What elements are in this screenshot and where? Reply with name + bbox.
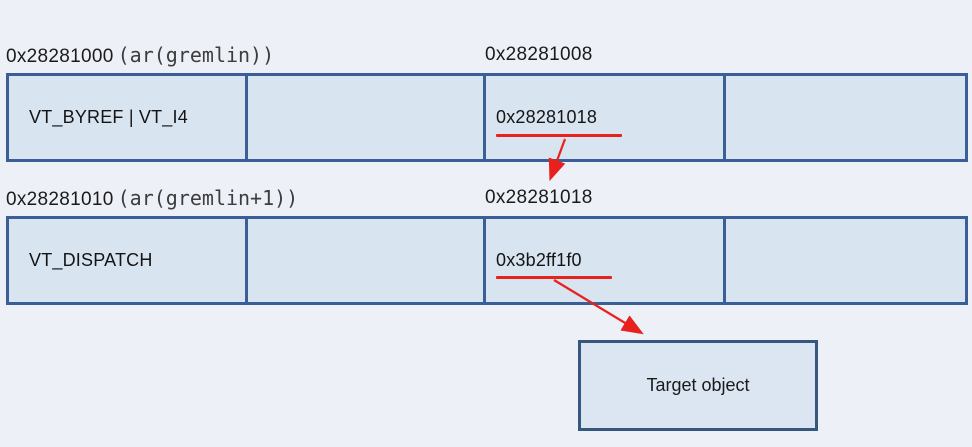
variant2-base-address-label: 0x28281010(ar(gremlin+1))	[6, 186, 298, 210]
variant2-field-address-label: 0x28281018	[485, 187, 593, 208]
variant1-vt-field: VT_BYREF | VT_I4	[29, 107, 188, 127]
variant1-reserved-field	[245, 76, 483, 159]
variant1-table: VT_BYREF | VT_I4 0x28281018	[6, 73, 968, 162]
variant2-unused-field	[723, 219, 965, 302]
variant2-reserved-field	[245, 219, 483, 302]
variant1-pointer-field: 0x28281018	[483, 76, 723, 159]
variant2-base-address: 0x28281010	[6, 189, 114, 210]
variant1-base-address-label: 0x28281000(ar(gremlin))	[6, 43, 274, 67]
variant1-unused-field	[723, 76, 965, 159]
target-object-box: Target object	[578, 340, 818, 431]
variant2-table: VT_DISPATCH 0x3b2ff1f0	[6, 216, 968, 305]
variant2-base-expr: (ar(gremlin+1))	[117, 186, 299, 210]
variant2-pointer-underline	[496, 276, 612, 279]
variant1-field-address-label: 0x28281008	[485, 44, 593, 65]
variant2-pointer-field: 0x3b2ff1f0	[483, 219, 723, 302]
variant1-base-address: 0x28281000	[6, 46, 114, 67]
variant1-base-expr: (ar(gremlin))	[117, 43, 275, 67]
variant1-pointer-underline	[496, 134, 622, 137]
variant2-vt-field: VT_DISPATCH	[29, 250, 153, 270]
